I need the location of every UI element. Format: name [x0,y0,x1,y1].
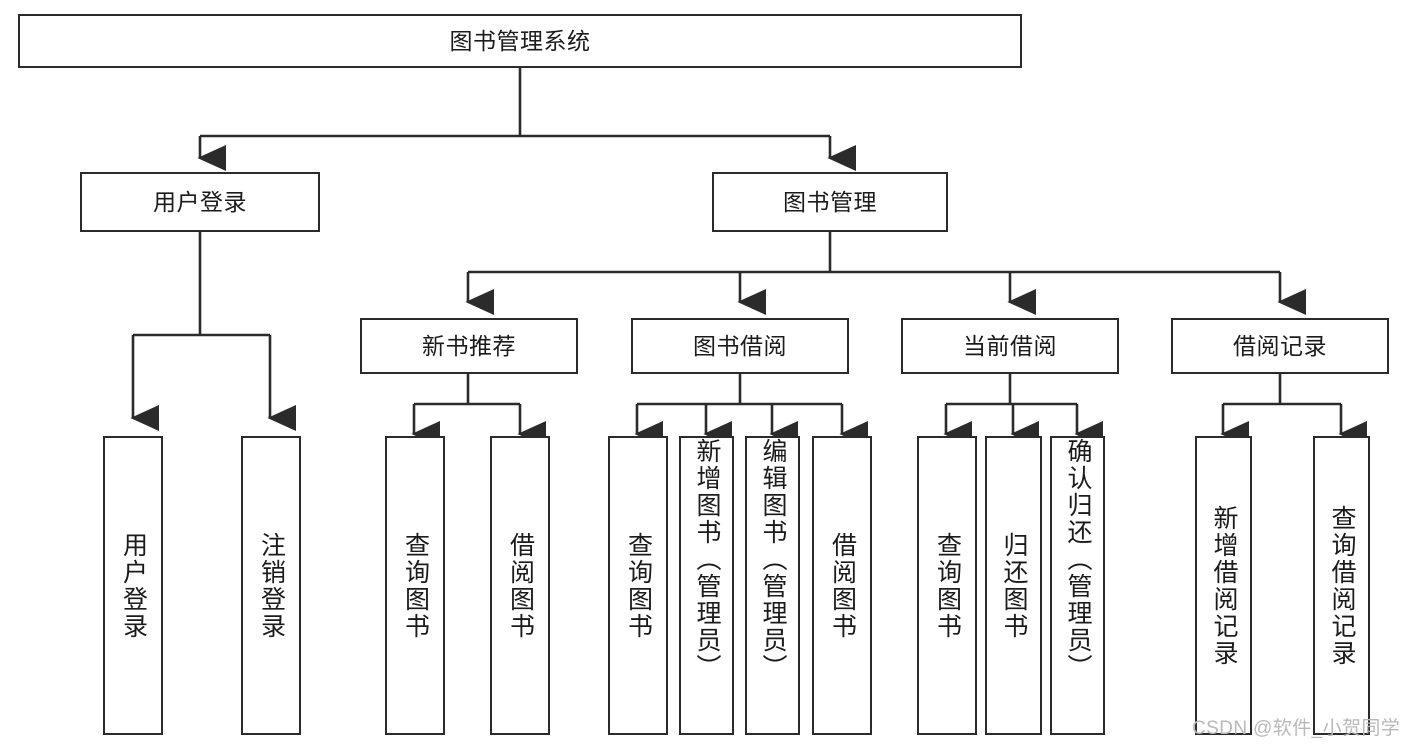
leaf-confirm-return-admin[interactable]: 确认归还（管理员） [1050,436,1105,735]
leaf-user-login[interactable]: 用户登录 [103,436,163,735]
leaf-borrow-book[interactable]: 借阅图书 [812,436,872,735]
node-book-borrow[interactable]: 图书借阅 [631,318,849,374]
node-label: 查询图书 [933,531,962,640]
leaf-return-book[interactable]: 归还图书 [985,436,1042,735]
node-label: 用户登录 [153,188,247,215]
node-label: 用户登录 [119,531,148,640]
leaf-query-book-current[interactable]: 查询图书 [917,436,977,735]
leaf-add-borrow-record[interactable]: 新增借阅记录 [1195,436,1252,735]
node-root-system[interactable]: 图书管理系统 [18,14,1022,68]
node-label: 图书管理 [783,188,877,215]
node-label: 查询图书 [624,531,653,640]
leaf-query-book-recommend[interactable]: 查询图书 [385,436,445,735]
node-label: 新书推荐 [422,332,516,359]
node-new-book-recommend[interactable]: 新书推荐 [360,318,578,374]
leaf-logout-login[interactable]: 注销登录 [241,436,301,735]
leaf-borrow-book-recommend[interactable]: 借阅图书 [490,436,550,735]
node-label: 查询图书 [401,531,430,640]
node-label: 当前借阅 [963,332,1057,359]
node-label: 借阅图书 [506,531,535,640]
node-label: 新增借阅记录 [1210,504,1238,667]
node-label: 注销登录 [257,531,286,640]
node-book-management[interactable]: 图书管理 [712,172,948,232]
leaf-edit-book-admin[interactable]: 编辑图书（管理员） [745,436,800,735]
node-borrow-record[interactable]: 借阅记录 [1171,318,1389,374]
node-current-borrow[interactable]: 当前借阅 [901,318,1119,374]
leaf-query-book-borrow[interactable]: 查询图书 [608,436,668,735]
node-label: 借阅图书 [828,531,857,640]
node-label: 查询借阅记录 [1328,504,1356,667]
leaf-query-borrow-record[interactable]: 查询借阅记录 [1313,436,1370,735]
node-label: 新增图书（管理员） [693,438,721,681]
node-label: 确认归还（管理员） [1064,438,1092,681]
node-label: 归还图书 [1000,531,1028,640]
node-label: 编辑图书（管理员） [759,438,787,681]
node-label: 借阅记录 [1233,332,1327,359]
watermark-text: CSDN @软件_小贺同学 [1192,718,1401,739]
node-label: 图书管理系统 [449,27,591,54]
node-user-login[interactable]: 用户登录 [80,172,320,232]
node-label: 图书借阅 [693,332,787,359]
leaf-add-book-admin[interactable]: 新增图书（管理员） [679,436,734,735]
